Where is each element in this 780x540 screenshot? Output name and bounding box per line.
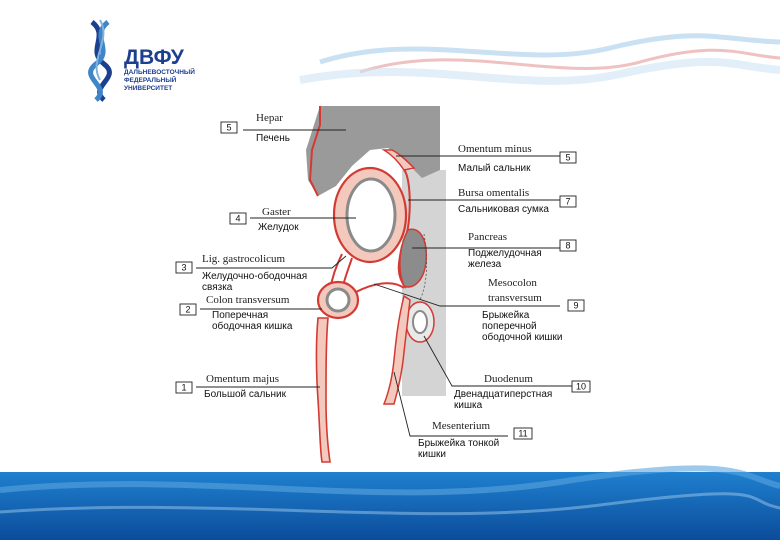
russian-term: кишка xyxy=(454,400,483,411)
russian-term: Брыжейка тонкой xyxy=(418,438,499,449)
russian-term: Поперечная xyxy=(212,310,268,321)
stomach-lumen xyxy=(347,179,395,251)
russian-term: Большой сальник xyxy=(204,389,287,400)
latin-term: Bursa omentalis xyxy=(458,187,529,199)
label-number: 9 xyxy=(573,301,578,311)
logo-line-2: ФЕДЕРАЛЬНЫЙ xyxy=(124,75,177,84)
label-number: 11 xyxy=(518,429,527,439)
label-number: 10 xyxy=(576,382,586,392)
russian-term: ободочная кишка xyxy=(212,320,293,332)
russian-term: Сальниковая сумка xyxy=(458,204,549,215)
russian-term: Желудок xyxy=(258,222,299,233)
russian-term: Поджелудочная xyxy=(468,248,542,259)
latin-term-line-2: transversum xyxy=(488,292,542,304)
russian-term: Двенадцатиперстная xyxy=(454,389,552,400)
logo-name: ДВФУ xyxy=(124,46,185,69)
label-number: 5 xyxy=(565,153,570,163)
dna-helix-icon xyxy=(91,20,110,100)
russian-term: Малый сальник xyxy=(458,163,531,174)
latin-term: Omentum minus xyxy=(458,143,532,155)
label-number: 1 xyxy=(181,383,186,393)
decorative-waves xyxy=(300,36,780,81)
latin-term: Mesenterium xyxy=(432,420,490,432)
latin-term: Colon transversum xyxy=(206,294,290,306)
anatomy-diagram xyxy=(306,106,446,462)
colon-lumen xyxy=(327,289,349,311)
russian-term: железа xyxy=(468,259,502,270)
greater-omentum-shape xyxy=(317,318,331,462)
label-mesocolon: 9 Mesocolon transversumБрыжейкапоперечнойо… xyxy=(482,277,584,343)
logo-line-3: УНИВЕРСИТЕТ xyxy=(124,85,172,92)
label-lig-gastro: 3 Lig. gastrocolicumЖелудочно-ободочнаясв… xyxy=(176,253,307,293)
russian-term: кишки xyxy=(418,449,446,460)
latin-term: Pancreas xyxy=(468,231,507,243)
logo-line-1: ДАЛЬНЕВОСТОЧНЫЙ xyxy=(124,67,195,76)
university-logo: ДВФУ ДАЛЬНЕВОСТОЧНЫЙ ФЕДЕРАЛЬНЫЙ УНИВЕРС… xyxy=(91,20,196,100)
latin-term: Mesocolon xyxy=(488,277,537,289)
russian-term: Брыжейка xyxy=(482,310,530,321)
label-number: 3 xyxy=(181,263,186,273)
label-number: 8 xyxy=(565,241,570,251)
russian-term: поперечной xyxy=(482,321,537,332)
latin-term: Duodenum xyxy=(484,373,533,385)
bottom-band xyxy=(0,468,780,540)
label-number: 5 xyxy=(226,123,231,133)
latin-term: Lig. gastrocolicum xyxy=(202,253,286,265)
latin-term: Gaster xyxy=(262,206,291,218)
latin-term: Hepar xyxy=(256,112,283,124)
latin-term: Omentum majus xyxy=(206,373,279,385)
russian-term: Печень xyxy=(256,133,290,144)
label-number: 4 xyxy=(235,214,240,224)
russian-term: ободочной кишки xyxy=(482,331,562,343)
russian-term: Желудочно-ободочная xyxy=(202,270,307,282)
mesocolon-band xyxy=(356,283,404,292)
russian-term: связка xyxy=(202,282,233,293)
label-number: 7 xyxy=(565,197,570,207)
label-number: 2 xyxy=(185,305,190,315)
